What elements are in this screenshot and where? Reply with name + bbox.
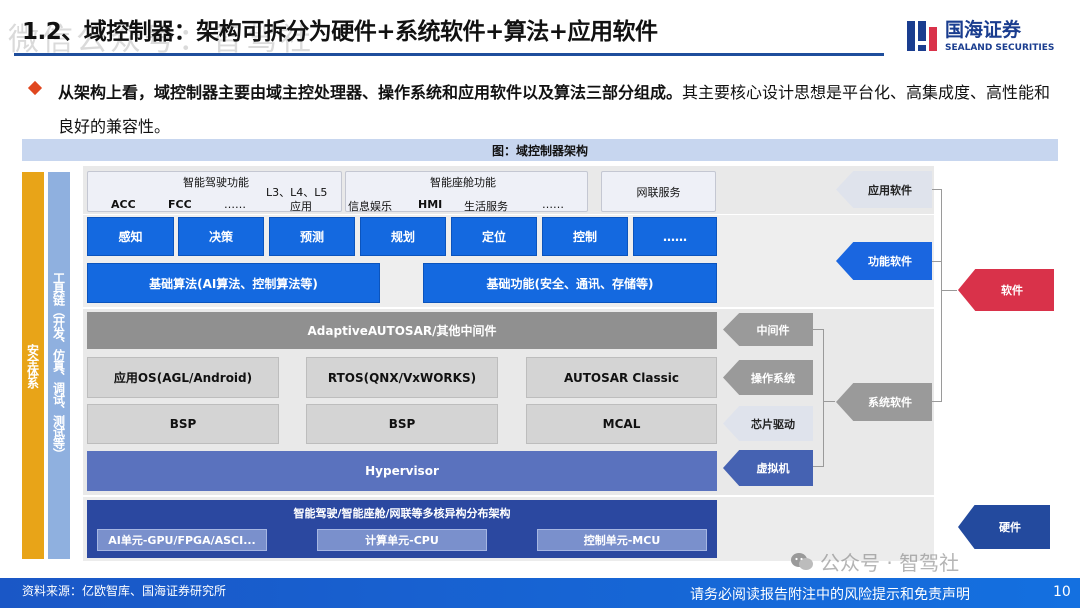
diamond-bullet-icon	[27, 80, 43, 96]
chip-driver-tag: 芯片驱动	[723, 406, 813, 441]
bullet-bold-text: 从架构上看，域控制器主要由域主控处理器、操作系统和应用软件以及算法三部分组成。	[58, 83, 683, 102]
logo-subtitle: SEALAND SECURITIES	[945, 43, 1055, 53]
control-box: 控制	[542, 217, 628, 256]
basic-algorithm-box: 基础算法(AI算法、控制算法等)	[87, 263, 380, 303]
prediction-box: 预测	[269, 217, 355, 256]
decision-box: 决策	[178, 217, 264, 256]
function-software-tag: 功能软件	[836, 242, 932, 280]
figure-caption: 图：域控制器架构	[22, 139, 1058, 161]
cockpit-item: 信息娱乐	[348, 200, 392, 213]
connector-line	[812, 329, 824, 330]
connector-line	[823, 401, 835, 402]
connector-line	[941, 290, 957, 291]
cockpit-item: ……	[542, 198, 564, 211]
ad-item: ACC	[111, 198, 136, 211]
autonomous-driving-box: 智能驾驶功能 ACC FCC …… L3、L4、L5 应用	[87, 171, 342, 213]
connector-line	[941, 189, 942, 290]
connected-services-box: 网联服务	[601, 171, 716, 212]
app-software-tag: 应用软件	[836, 171, 932, 208]
hardware-title: 智能驾驶/智能座舱/网联等多核异构分布架构	[293, 507, 511, 520]
compute-unit-box: 计算单元-CPU	[317, 529, 487, 551]
header-divider	[14, 53, 884, 56]
planning-box: 规划	[360, 217, 446, 256]
os-tag: 操作系统	[723, 360, 813, 395]
middleware-box: AdaptiveAUTOSAR/其他中间件	[87, 312, 717, 349]
connector-line	[941, 290, 942, 402]
app-os-box: 应用OS(AGL/Android)	[87, 357, 279, 398]
bsp-box: BSP	[306, 404, 498, 444]
bullet-paragraph: 从架构上看，域控制器主要由域主控处理器、操作系统和应用软件以及算法三部分组成。其…	[58, 76, 1058, 144]
ad-title: 智能驾驶功能	[183, 176, 249, 189]
cockpit-item: 生活服务	[464, 200, 508, 213]
bullet-rest-text: 其主要核心设计思想是平台化、高集成度、高性能和良好的兼容性。	[58, 83, 1051, 136]
perception-box: 感知	[87, 217, 174, 256]
footer-bar: 资料来源：亿欧智库、国海证券研究所 请务必阅读报告附注中的风险提示和免责声明 1…	[0, 578, 1080, 608]
bsp-box: BSP	[87, 404, 279, 444]
connector-line	[823, 329, 824, 466]
mcal-box: MCAL	[526, 404, 717, 444]
connector-line	[930, 401, 942, 402]
disclaimer-text: 请务必阅读报告附注中的风险提示和免责声明	[690, 587, 970, 603]
more-box: ……	[633, 217, 717, 256]
page-title: 1.2、域控制器：架构可拆分为硬件+系统软件+算法+应用软件	[22, 19, 658, 45]
page-number: 10	[1053, 584, 1071, 600]
hypervisor-box: Hypervisor	[87, 451, 717, 491]
cockpit-title: 智能座舱功能	[430, 176, 496, 189]
cockpit-item: HMI	[418, 198, 443, 211]
software-tag: 软件	[958, 269, 1054, 311]
connector-line	[930, 261, 942, 262]
ad-item: 应用	[290, 200, 312, 213]
wechat-watermark: 公众号 · 智驾社	[820, 551, 960, 575]
wechat-icon	[791, 553, 813, 570]
source-note: 资料来源：亿欧智库、国海证券研究所	[22, 584, 227, 598]
watermark-text: 微信公众号：智驾社	[8, 22, 314, 58]
vm-tag: 虚拟机	[723, 450, 813, 486]
ad-item: L3、L4、L5	[266, 186, 328, 199]
basic-function-box: 基础功能(安全、通讯、存储等)	[423, 263, 717, 303]
connector-line	[812, 466, 824, 467]
security-system-bar: 安全体系	[22, 172, 44, 559]
logo-name: 国海证券	[945, 19, 1022, 41]
ad-item: FCC	[168, 198, 192, 211]
company-logo: 国海证券 SEALAND SECURITIES	[905, 15, 1070, 63]
ai-unit-box: AI单元-GPU/FPGA/ASCI...	[97, 529, 267, 551]
control-unit-box: 控制单元-MCU	[537, 529, 707, 551]
rtos-box: RTOS(QNX/VxWORKS)	[306, 357, 498, 398]
autosar-classic-box: AUTOSAR Classic	[526, 357, 717, 398]
hardware-tag: 硬件	[958, 505, 1050, 549]
connector-line	[930, 189, 942, 190]
ad-item: ……	[224, 198, 246, 211]
middleware-tag: 中间件	[723, 313, 813, 346]
sealand-logo-icon	[907, 21, 937, 51]
localization-box: 定位	[451, 217, 537, 256]
toolchain-bar: 工具链（开发、仿真、调试、测试等）	[48, 172, 70, 559]
system-software-tag: 系统软件	[836, 383, 932, 421]
hardware-box: 智能驾驶/智能座舱/网联等多核异构分布架构 AI单元-GPU/FPGA/ASCI…	[87, 500, 717, 558]
smart-cockpit-box: 智能座舱功能 信息娱乐 HMI 生活服务 ……	[345, 171, 588, 213]
